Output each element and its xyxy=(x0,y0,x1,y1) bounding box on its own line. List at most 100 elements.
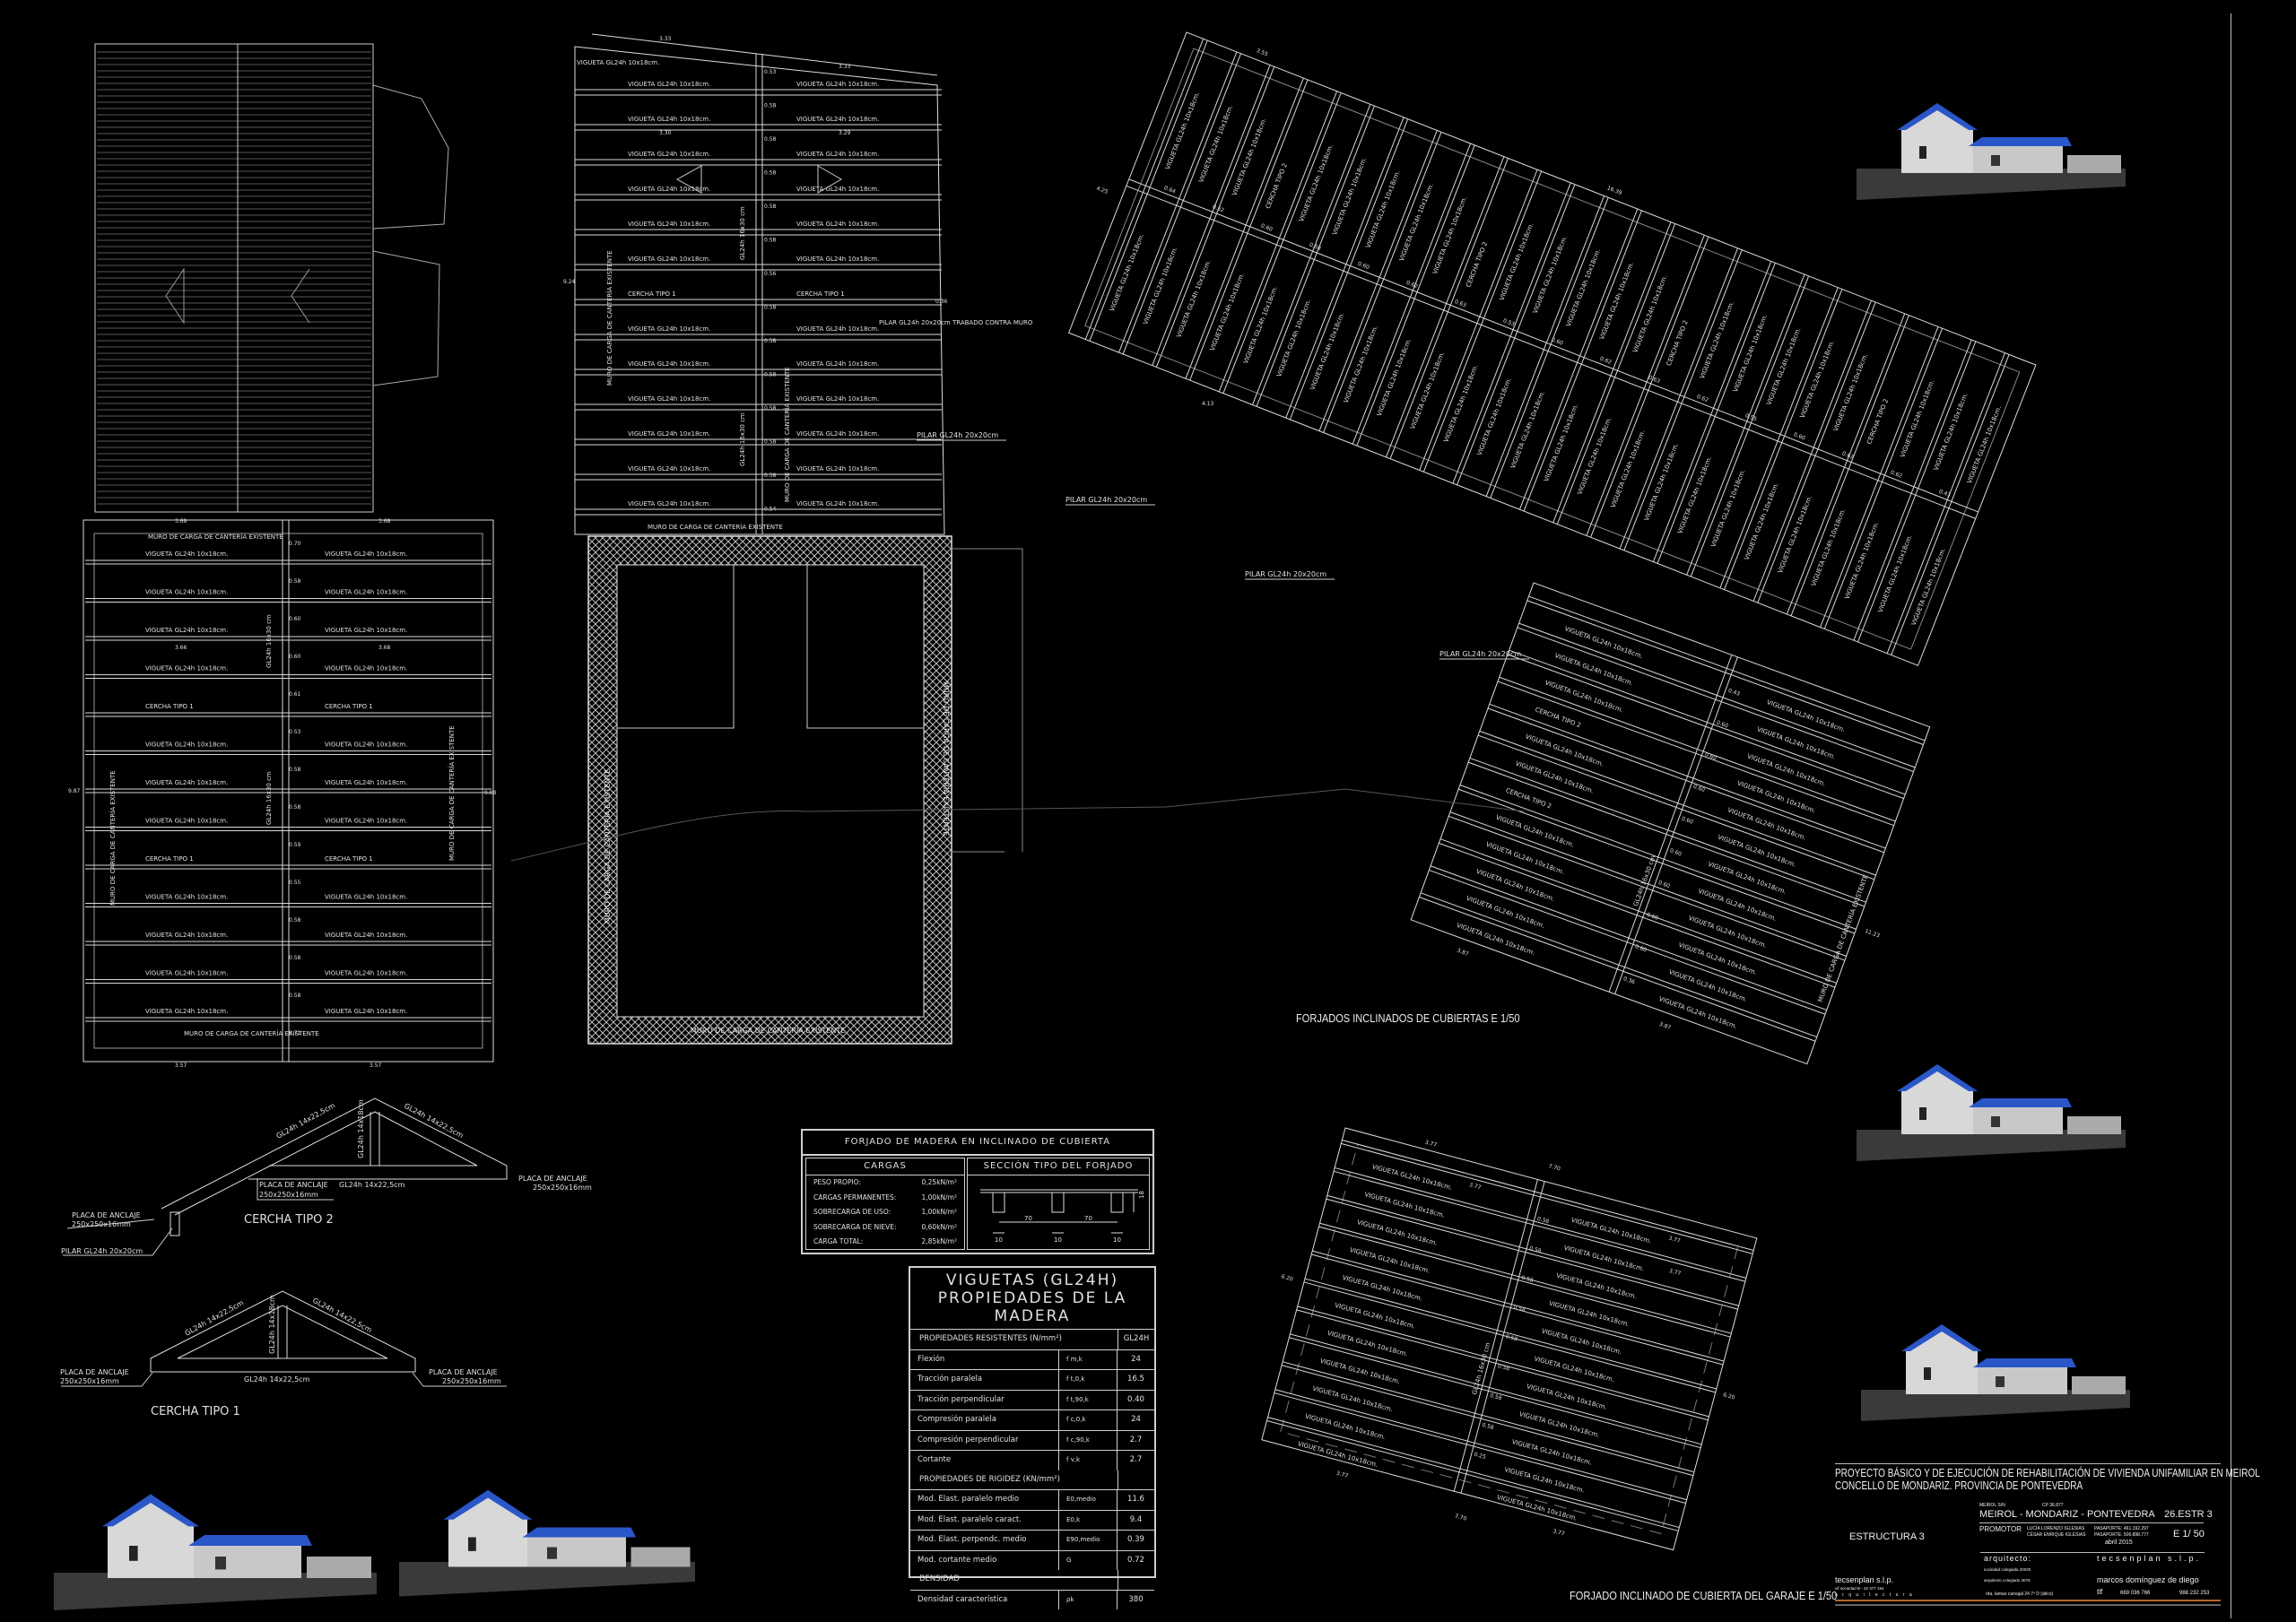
joist-label: VIGUETA GL24h 10x18cm. xyxy=(1677,941,1757,976)
dimension-label: 0.64 xyxy=(1163,185,1177,195)
dimension-label: 0.62 xyxy=(1890,470,1903,480)
joist-label: VIGUETA GL24h 10x18cm. xyxy=(1717,834,1796,869)
joist-label: VIGUETA GL24h 10x18cm. xyxy=(1515,760,1595,795)
property-symbol: E0,medio xyxy=(1059,1490,1118,1510)
property-value: 0.40 xyxy=(1127,1394,1144,1404)
property-value: 2.7 xyxy=(1129,1455,1143,1464)
pillar-label: PILAR GL24h 20x20cm TRABADO CONTRA MURO xyxy=(879,319,1033,326)
property-value: 16.5 xyxy=(1127,1375,1144,1383)
render-view-1 xyxy=(1857,103,2126,200)
width-dim: 10 xyxy=(1113,1236,1121,1244)
plate-label: 250x250x16mm xyxy=(533,1184,592,1192)
pillar-label: PILAR GL24h 20x20cm xyxy=(61,1247,143,1255)
dimension-label: 0.58 xyxy=(764,103,777,109)
dimension-label: 0.36 xyxy=(935,299,948,305)
dimension-label: 0.63 xyxy=(1454,299,1467,308)
dimension-label: 0.58 xyxy=(289,578,301,585)
joist-label: VIGUETA GL24h 10x18cm. xyxy=(1756,725,1836,760)
joist-label: VIGUETA GL24h 10x18cm. xyxy=(628,430,710,438)
property-symbol: E90,medio xyxy=(1059,1531,1118,1550)
joist-label: VIGUETA GL24h 10x18cm. xyxy=(796,360,879,368)
joist-label: VIGUETA GL24h 10x18cm. xyxy=(1371,1163,1453,1192)
property-symbol: f m,k xyxy=(1059,1349,1118,1369)
load-value: 0,60kN/m² xyxy=(921,1222,958,1231)
dimension-label: 0.58 xyxy=(1528,1245,1542,1254)
joist-label: VIGUETA GL24h 10x18cm. xyxy=(325,894,407,901)
top-center-floor-plan: VIGUETA GL24h 10x18cm. VIGUETA GL24h 10x1… xyxy=(563,33,1033,535)
dimension-label: 0.58 xyxy=(764,238,777,244)
dimension-label: 9.88 xyxy=(484,790,497,796)
load-label: SOBRECARGA DE USO: xyxy=(813,1208,891,1216)
beam-label: GL24h 16x30 cm xyxy=(739,206,746,260)
wall-label: MURO DE CARGA DE CANTERÍA EXISTENTE xyxy=(109,770,117,906)
joist-label: VIGUETA GL24h 10x18cm. xyxy=(628,81,710,88)
dimension-label: 0.63 xyxy=(1648,375,1661,385)
property-name: Cortante xyxy=(910,1451,1059,1470)
height-dim: 18 xyxy=(1138,1191,1145,1199)
member-label: GL24h 14x18cm xyxy=(268,1295,276,1354)
dimension-label: 3.77 xyxy=(1335,1470,1349,1479)
joist-label: VIGUETA GL24h 10x18cm. xyxy=(1304,1413,1386,1442)
dimension-label: 0.25 xyxy=(1474,1452,1487,1461)
joist-label: VIGUETA GL24h 10x18cm. xyxy=(628,500,710,507)
firm-name: tecsenplan s.l.p. xyxy=(1835,1575,1894,1584)
load-value: 0,25kN/m² xyxy=(921,1178,958,1186)
dimension-label: 0.55 xyxy=(289,880,301,886)
joist-label: VIGUETA GL24h 10x18cm. xyxy=(1319,1357,1401,1386)
property-name: Compresión perpendicular xyxy=(910,1430,1059,1450)
member-label: GL24h 14x22,5cm xyxy=(339,1181,405,1189)
phone-2: 988 232 253 xyxy=(2179,1591,2210,1596)
joist-label: VIGUETA GL24h 10x18cm. xyxy=(628,325,710,333)
joist-label: VIGUETA GL24h 10x18cm. xyxy=(1495,814,1575,849)
dimension-label: 0.58 xyxy=(1521,1275,1535,1284)
joist-label: VIGUETA GL24h 10x18cm. xyxy=(1356,1219,1438,1247)
pillar-label: PILAR GL24h 20x20cm xyxy=(1245,570,1326,578)
title-block: PROYECTO BÁSICO Y DE EJECUCIÓN DE REHABI… xyxy=(1830,1463,2260,1614)
dimension-label: 3.29 xyxy=(839,130,851,136)
section-header: PROPIEDADES RESISTENTES (N/mm²) xyxy=(910,1330,1118,1349)
dimension-label: 0.53 xyxy=(764,69,777,75)
section-header: PROPIEDADES DE RIGIDEZ (KN/mm²) xyxy=(910,1470,1118,1489)
dimension-label: 0.60 xyxy=(1716,719,1729,729)
width-dim: 10 xyxy=(995,1236,1003,1244)
joist-label: VIGUETA GL24h 10x18cm. xyxy=(325,551,407,558)
dimension-label: 0.55 xyxy=(1744,412,1758,422)
dimension-label: 0.62 xyxy=(1212,204,1225,213)
firm-spaced: tecsenplan s.l.p. xyxy=(2097,1554,2202,1563)
loads-table: FORJADO DE MADERA EN INCLINADO DE CUBIER… xyxy=(801,1129,1154,1254)
architect-name: marcos domínguez de diego xyxy=(2097,1575,2199,1584)
dimension-label: 0.60 xyxy=(1357,261,1370,271)
joist-label: VIGUETA GL24h 10x18cm. xyxy=(325,742,407,749)
joist-label: VIGUETA GL24h 10x18cm. xyxy=(628,465,710,473)
member-label: GL24h 14x22,5cm xyxy=(403,1102,465,1140)
phone-label: tlf xyxy=(2097,1588,2103,1596)
dimension-label: 0.60 xyxy=(289,654,301,660)
joist-label: VIGUETA GL24h 10x18cm. xyxy=(1570,1217,1652,1245)
dimension-label: 0.58 xyxy=(1482,1422,1495,1431)
column-header: GL24H xyxy=(1123,1334,1150,1343)
loads-table-title: FORJADO DE MADERA EN INCLINADO DE CUBIER… xyxy=(803,1131,1152,1156)
scale: E 1/ 50 xyxy=(2173,1529,2205,1540)
garage-plan-caption: FORJADO INCLINADO DE CUBIERTA DEL GARAJE… xyxy=(1570,1589,1838,1602)
joist-label: VIGUETA GL24h 10x18cm. xyxy=(1544,679,1623,714)
joist-label: VIGUETA GL24h 10x18cm. xyxy=(1349,1246,1431,1275)
dimension-label: 0.56 xyxy=(764,271,777,277)
joist-label: VIGUETA GL24h 10x18cm. xyxy=(1541,1327,1622,1356)
dimension-label: 9.87 xyxy=(68,788,81,794)
joist-label: VIGUETA GL24h 10x18cm. xyxy=(1707,861,1787,896)
dimension-label: 3.77 xyxy=(1552,1528,1566,1537)
dimension-label: 0.58 xyxy=(289,917,301,924)
dimension-label: 3.77 xyxy=(1468,1182,1482,1191)
dimension-label: 3.57 xyxy=(370,1063,382,1069)
joist-label: VIGUETA GL24h 10x18cm. xyxy=(1697,888,1777,923)
joist-label: VIGUETA GL24h 10x18cm. xyxy=(1534,1355,1615,1383)
pillar-label: PILAR GL24h 20x20cm xyxy=(917,431,998,439)
joist-label: CERCHA TIPO 1 xyxy=(325,703,373,710)
joist-label: VIGUETA GL24h 10x18cm. xyxy=(1312,1385,1394,1414)
joist-label: VIGUETA GL24h 10x18cm. xyxy=(1465,895,1545,930)
